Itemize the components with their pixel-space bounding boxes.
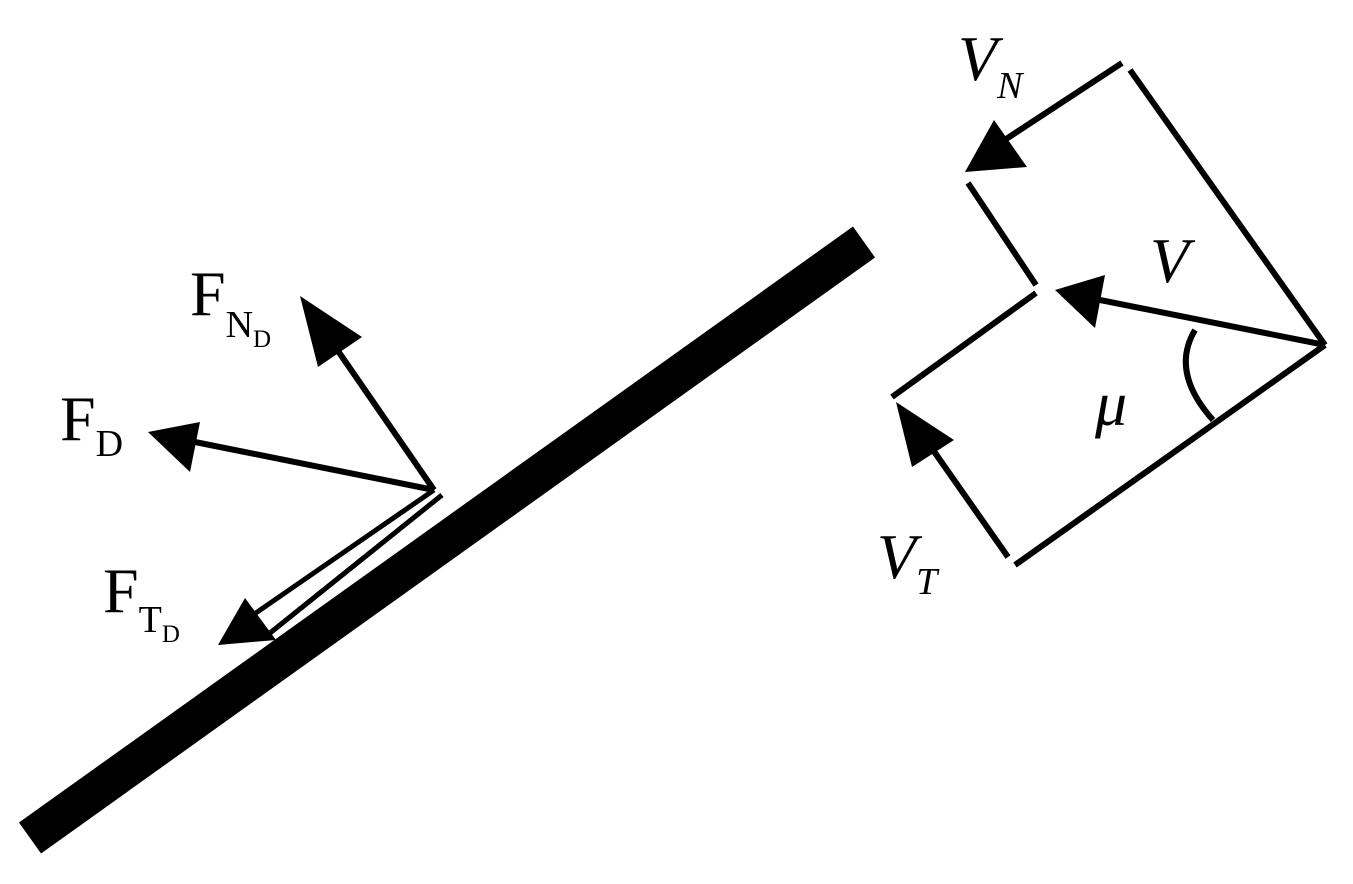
angle-label: μ [1094,368,1127,439]
plate [18,226,876,854]
normal-force-arrow [300,296,437,492]
projection-line-normal [965,181,1039,287]
velocity-upper-side [1127,68,1328,347]
normal-velocity-arrow [965,60,1124,172]
velocity-label: V [1150,225,1196,296]
angle-arc [1182,328,1216,423]
projection-line-tangential [890,290,1038,400]
normal-velocity-label: VN [958,23,1025,107]
velocity-arrow [1055,275,1326,348]
velocity-lower-side [1013,342,1327,568]
tangential-velocity-label: VT [877,521,940,603]
tangential-force-arrow [218,487,444,645]
drag-force-label: FD [60,383,123,465]
tangential-force-label: FTD [103,555,180,648]
drag-force-arrow [148,422,435,493]
normal-force-label: FND [190,258,271,353]
tangential-velocity-arrow [896,402,1011,559]
